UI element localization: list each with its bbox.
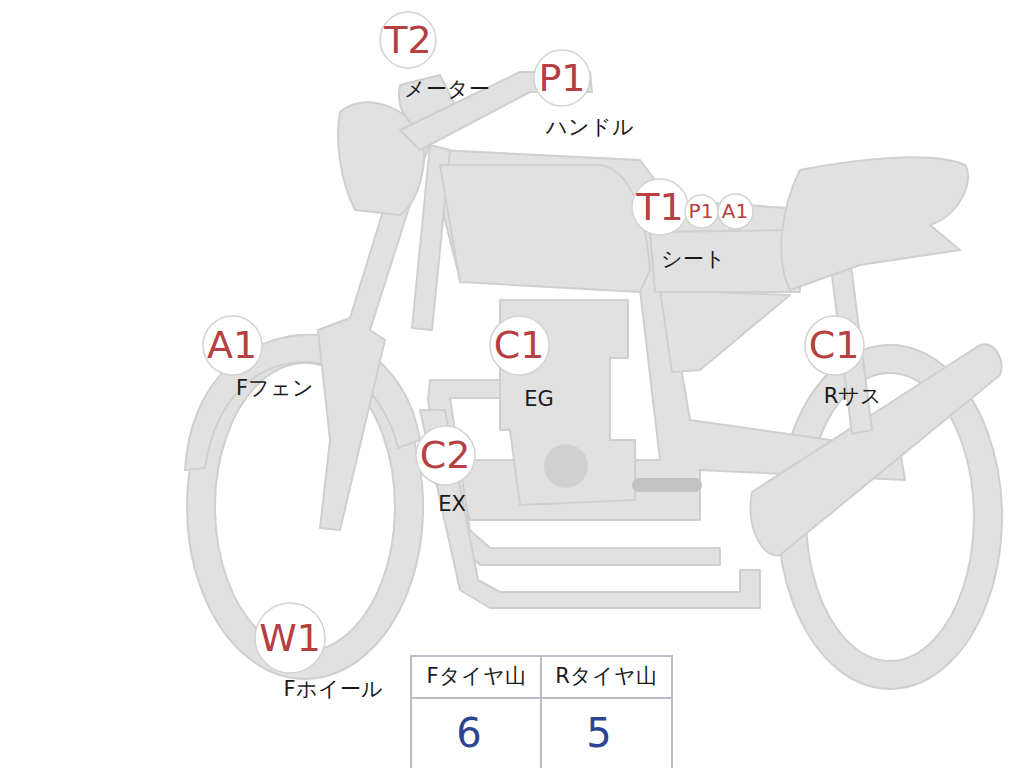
part-name: シート <box>661 248 726 271</box>
muffler <box>751 344 1002 555</box>
callout-number: A1 <box>722 201 748 221</box>
part-name: Rサス <box>824 385 883 408</box>
callout-circle: P1 <box>684 194 719 229</box>
callout-number: C2 <box>420 436 471 474</box>
part-name: EX <box>438 493 466 516</box>
callout-number: C1 <box>494 326 545 364</box>
part-name: Fホイール <box>283 678 382 701</box>
callout-circle: W1 <box>254 602 326 674</box>
callout-number: W1 <box>259 619 321 657</box>
table-value: 5 <box>586 713 611 753</box>
table-value: 6 <box>456 713 481 753</box>
table-header: Fタイヤ山 <box>426 666 525 687</box>
callout-circle: C2 <box>415 425 476 486</box>
callout-ring <box>632 179 688 235</box>
callout-number: C1 <box>809 326 860 364</box>
callout-ring <box>255 603 325 673</box>
callout-circle: P1 <box>533 49 591 107</box>
callout-ring <box>685 195 718 228</box>
callout-circle: A1 <box>717 193 754 230</box>
callout-ring <box>534 50 590 106</box>
callout-number: P1 <box>538 59 585 97</box>
callout-ring <box>203 316 262 375</box>
callout-circle: C1 <box>489 315 550 376</box>
rear-cowl <box>781 157 968 290</box>
callout-number: A1 <box>207 326 257 364</box>
callout-number: P1 <box>689 201 714 221</box>
callout-circle: C1 <box>804 315 865 376</box>
fuel-tank <box>440 165 650 292</box>
callout-number: T2 <box>384 21 431 59</box>
callout-circle: T2 <box>379 11 437 69</box>
engine-cover <box>544 444 588 488</box>
part-name: ハンドル <box>546 116 634 139</box>
callout-circle: A1 <box>202 315 263 376</box>
callout-ring <box>805 316 864 375</box>
callout-ring <box>416 426 475 485</box>
tread-table <box>411 656 672 768</box>
table-border <box>411 656 672 768</box>
footpeg <box>632 478 702 492</box>
table-header: Rタイヤ山 <box>555 666 657 687</box>
side-cover <box>660 290 790 372</box>
part-name: EG <box>524 388 554 411</box>
callout-ring <box>490 316 549 375</box>
part-name: メーター <box>404 78 490 101</box>
part-name: Fフェン <box>236 377 314 400</box>
seat <box>650 230 800 292</box>
callout-ring <box>718 194 753 229</box>
callout-circle: T1 <box>631 178 689 236</box>
table-divider <box>540 656 542 768</box>
callout-ring <box>380 12 436 68</box>
callout-number: T1 <box>636 188 683 226</box>
